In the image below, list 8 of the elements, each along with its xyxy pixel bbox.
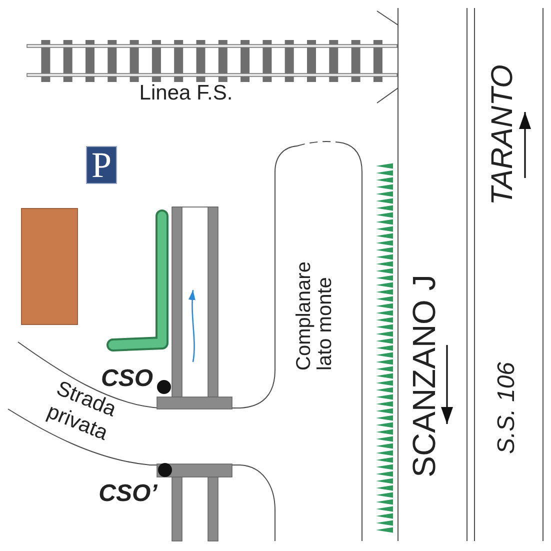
building-block [21,208,78,325]
railway-label: Linea F.S. [139,82,233,104]
road-label: Complanare lato monte [294,260,336,370]
direction-label: SCANZANO J [408,274,440,478]
road-label: S.S. 106 [495,362,519,454]
direction-label: TARANTO [488,64,518,206]
point-label: CSO’ [98,482,158,506]
parking-sign: P [86,146,117,184]
